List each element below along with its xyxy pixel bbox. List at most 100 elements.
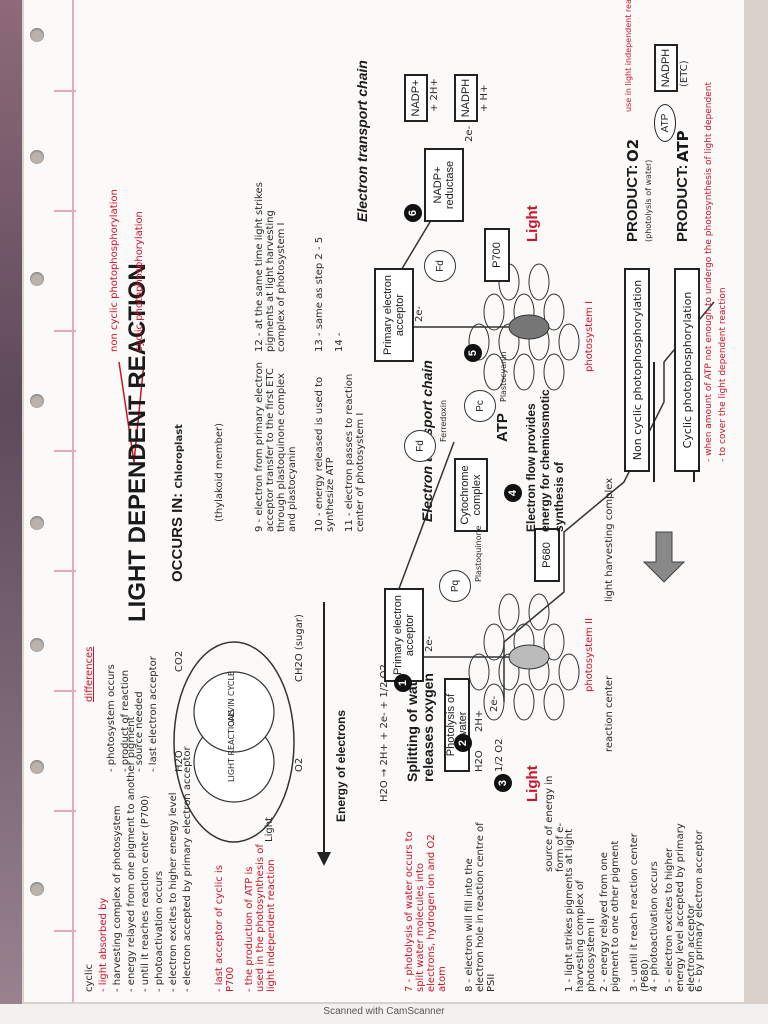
half-o2-label: 1/2 O2: [494, 738, 505, 772]
binder-hole: [30, 516, 44, 530]
photolysis-note: 8 - electron will fill into the electron…: [464, 822, 497, 992]
occurs-in-detail: (thylakoid member): [214, 423, 225, 522]
cyclic-note-line: - harvesting complex of photosystem: [112, 805, 123, 992]
binder-hole: [30, 760, 44, 774]
pq-node: Pq: [439, 570, 471, 602]
nadph-box: NADPH: [454, 74, 478, 122]
diagram-lines: [118, 181, 715, 866]
product-value: ATP: [674, 130, 692, 162]
product-value: O2: [624, 138, 642, 162]
light-label: Light: [524, 765, 541, 802]
energy-axis-label: Energy of electrons: [334, 709, 348, 822]
step-number: 6: [404, 204, 422, 222]
ruled-line-mark: [54, 90, 76, 92]
two-electron-label: 2e-: [489, 695, 500, 712]
cyclic-note-line: - until it reaches reaction center (P700…: [140, 795, 151, 992]
ruled-line-mark: [54, 570, 76, 572]
two-electron-label: 2e-: [464, 125, 475, 142]
step-number: 5: [464, 344, 482, 362]
step-note: 13 - same as step 2 - 5: [314, 236, 325, 352]
left-step-note: 3 - until it reach reaction center (P680…: [629, 833, 651, 992]
step-note: 11 - electron passes to reaction center …: [344, 373, 366, 532]
photosystem-2-label: photosystem II: [584, 617, 595, 692]
differences-heading: differences: [84, 646, 95, 702]
left-step-note: 2 - energy relayed from one pigment to o…: [599, 840, 621, 992]
cycle-ch2o-label: CH2O (sugar): [294, 614, 305, 682]
two-h-plus-label: 2H+: [474, 709, 485, 732]
etc-title: Electron transport chain: [354, 60, 370, 222]
use-note: use in light independent reaction: [624, 0, 633, 112]
two-electron-label: 2e-: [414, 305, 425, 322]
product-label: PRODUCT:: [624, 164, 641, 243]
difference-item: - photosystem occurs: [106, 664, 117, 772]
source-energy-note: source of energy in form of e-: [544, 775, 566, 872]
product-note: (photolysis of water): [644, 159, 653, 242]
binder-hole: [30, 394, 44, 408]
photo-background-left: [0, 0, 22, 1024]
bottom-note: - when amount of ATP not enough to under…: [704, 82, 714, 462]
ruled-line-mark: [54, 930, 76, 932]
atp-circle: ATP: [654, 104, 676, 142]
plastocyanin-label: Plastocyanin: [499, 351, 508, 402]
primary-acceptor-box: Primary electron acceptor: [374, 268, 414, 362]
nadph-product-box: NADPH: [654, 44, 678, 92]
light-harvesting-label: light harvesting complex: [604, 477, 615, 602]
rotated-notes-canvas: LIGHT DEPENDENT REACTION OCCURS IN: Chlo…: [24, 0, 744, 1002]
scanner-credit: Scanned with CamScanner: [323, 1006, 445, 1017]
step-number: 3: [494, 774, 512, 792]
atp-burst: ATP: [494, 413, 511, 442]
cyclic-note-line: - light absorbed by: [98, 897, 109, 992]
product-label: PRODUCT:: [674, 164, 691, 243]
step-note: 10 - energy released is used to synthesi…: [314, 376, 336, 532]
left-step-note: 4 - photoactivation occurs: [649, 861, 660, 992]
h2o-label: H2O: [474, 750, 485, 772]
step-number: 1: [394, 674, 412, 692]
cyclic-box: Cyclic photophosphorylation: [674, 268, 700, 472]
occurs-in-key: OCCURS IN:: [169, 492, 186, 582]
cyclic-note-line: - electron accepted by primary electron …: [182, 746, 193, 992]
ruled-line-mark: [54, 810, 76, 812]
cycle-co2-label: CO2: [174, 650, 185, 672]
cyclic-note-line: - electron excites to higher energy leve…: [168, 792, 179, 992]
non-cyclic-box: Non cyclic photophosphorylation: [624, 268, 650, 472]
ferredoxin-label: Ferredoxin: [439, 399, 448, 442]
ruled-line-mark: [54, 450, 76, 452]
nadp-in-box: NADP+: [404, 74, 428, 122]
noncyclic-right-label: non cyclic photophosphorylation: [109, 189, 120, 352]
left-step-note: 5 - electron excites to higher energy le…: [664, 823, 697, 992]
ruled-line-mark: [54, 690, 76, 692]
step-number: 2: [454, 734, 472, 752]
step-note: 12 - at the same time light strikes pigm…: [254, 182, 287, 352]
binder-hole: [30, 28, 44, 42]
occurs-in-label: OCCURS IN: Chloroplast: [169, 424, 186, 582]
nadp-reductase-box: NADP+ reductase: [424, 148, 464, 222]
cycle-o2-label: O2: [294, 757, 305, 772]
cycle-h2o-label: H2O: [174, 750, 185, 772]
binder-hole: [30, 150, 44, 164]
notebook-sheet: LIGHT DEPENDENT REACTION OCCURS IN: Chlo…: [24, 0, 744, 1002]
difference-item: - last electron acceptor: [148, 656, 159, 772]
cyclic-right-label: cyclic photophosphorylation: [134, 211, 145, 352]
fd-node: Fd: [424, 250, 456, 282]
plastoquinone-label: Plastoquinone: [474, 525, 483, 582]
pc-node: Pc: [464, 390, 496, 422]
ruled-line-mark: [54, 330, 76, 332]
left-step-note: 1 - light strikes pigments at light harv…: [564, 828, 597, 992]
step-note: 14 -: [334, 332, 345, 352]
photosystem-1-label: photosystem I: [584, 300, 595, 372]
cyclic-note-line: cyclic: [84, 964, 95, 992]
occurs-in-value: Chloroplast: [174, 424, 185, 489]
photolysis-note: 7 - photolysis of water occurs to split …: [404, 831, 448, 992]
cyclic-note-line: - photoactivation occurs: [154, 870, 165, 992]
left-step-note: 6 - by primary electron acceptor: [694, 830, 705, 992]
primary-acceptor-box: Primary electron acceptor: [384, 588, 424, 682]
water-equation: H2O → 2H+ + 2e- + 1/2 O2: [379, 664, 390, 802]
electron-flow-caption: Electron flow provides energy for chemio…: [524, 389, 566, 532]
cytochrome-box: Cytochrome complex: [454, 458, 488, 532]
cycle-light-label: Light: [264, 817, 275, 842]
step-number: 4: [504, 484, 522, 502]
two-electron-label: 2e-: [424, 635, 435, 652]
two-h-label: + 2H+: [429, 78, 440, 112]
margin-line: [72, 0, 74, 1002]
ruled-line-mark: [54, 210, 76, 212]
